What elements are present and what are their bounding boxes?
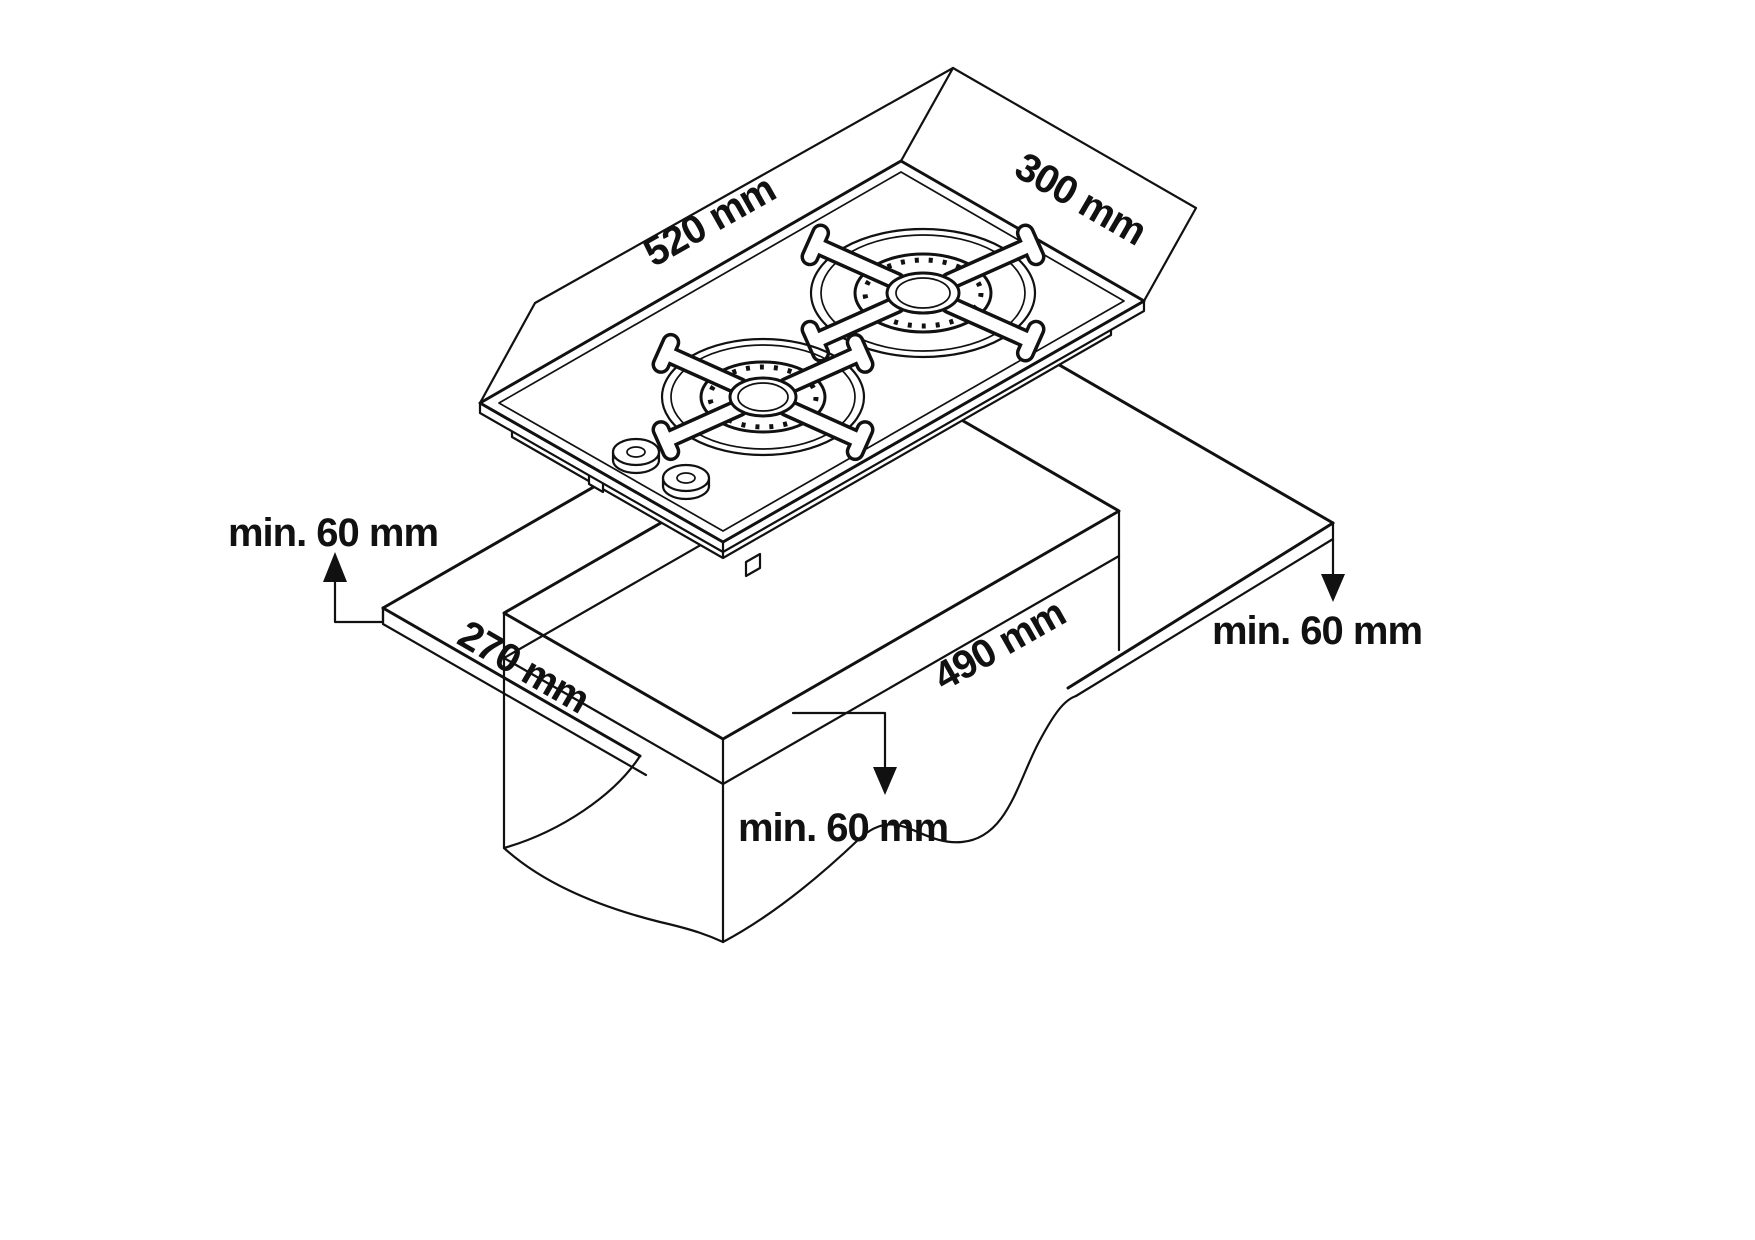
arrow-down-icon-right [1321,574,1345,602]
burner-front-ring2 [670,344,856,450]
dim-520-lines [478,66,955,405]
hob [478,159,1146,578]
mounting-tab-front [744,552,762,578]
arrow-down-icon-front [873,767,897,795]
hob-slab-outline [478,299,1146,554]
clearance-front-leader [791,711,887,769]
clearance-right: min. 60 mm [1212,537,1423,653]
countertop-front-right-edge [1066,521,1335,690]
clearance-left-leader [333,578,385,624]
burner-front [651,332,875,462]
control-knob-2 [661,463,711,501]
countertop-front-left-edge [381,606,642,758]
burner-front-cap [728,376,798,418]
burner-rear-cap-inner [895,277,951,309]
countertop-front-left-thickness [381,606,648,777]
burner-rear-ports [862,257,984,329]
burner-front-cap-inner [737,382,789,412]
clearance-left: min. 60 mm [228,511,439,624]
burner-front-ports [707,364,819,430]
countertop-front-right-thickness [1074,521,1335,698]
burner-front-outer-ring [660,337,866,457]
hob-top-inner-line [498,171,1125,532]
clearance-front: min. 60 mm [738,711,949,850]
cutout-width-label: 490 mm [926,591,1072,700]
control-knob-1 [611,437,661,475]
pan-support-front [651,332,875,462]
dim-300-lines [951,66,1198,303]
arrow-up-icon [323,552,347,582]
burner-rear-outer-ring [809,227,1037,359]
burner-rear-cap [885,271,961,315]
clearance-right-label: min. 60 mm [1212,609,1422,653]
clearance-left-label: min. 60 mm [228,511,438,555]
clearance-front-label: min. 60 mm [738,806,948,850]
burner-rear-ring2 [820,234,1026,352]
cabinet-edges [502,554,1121,944]
break-line [502,694,1078,944]
